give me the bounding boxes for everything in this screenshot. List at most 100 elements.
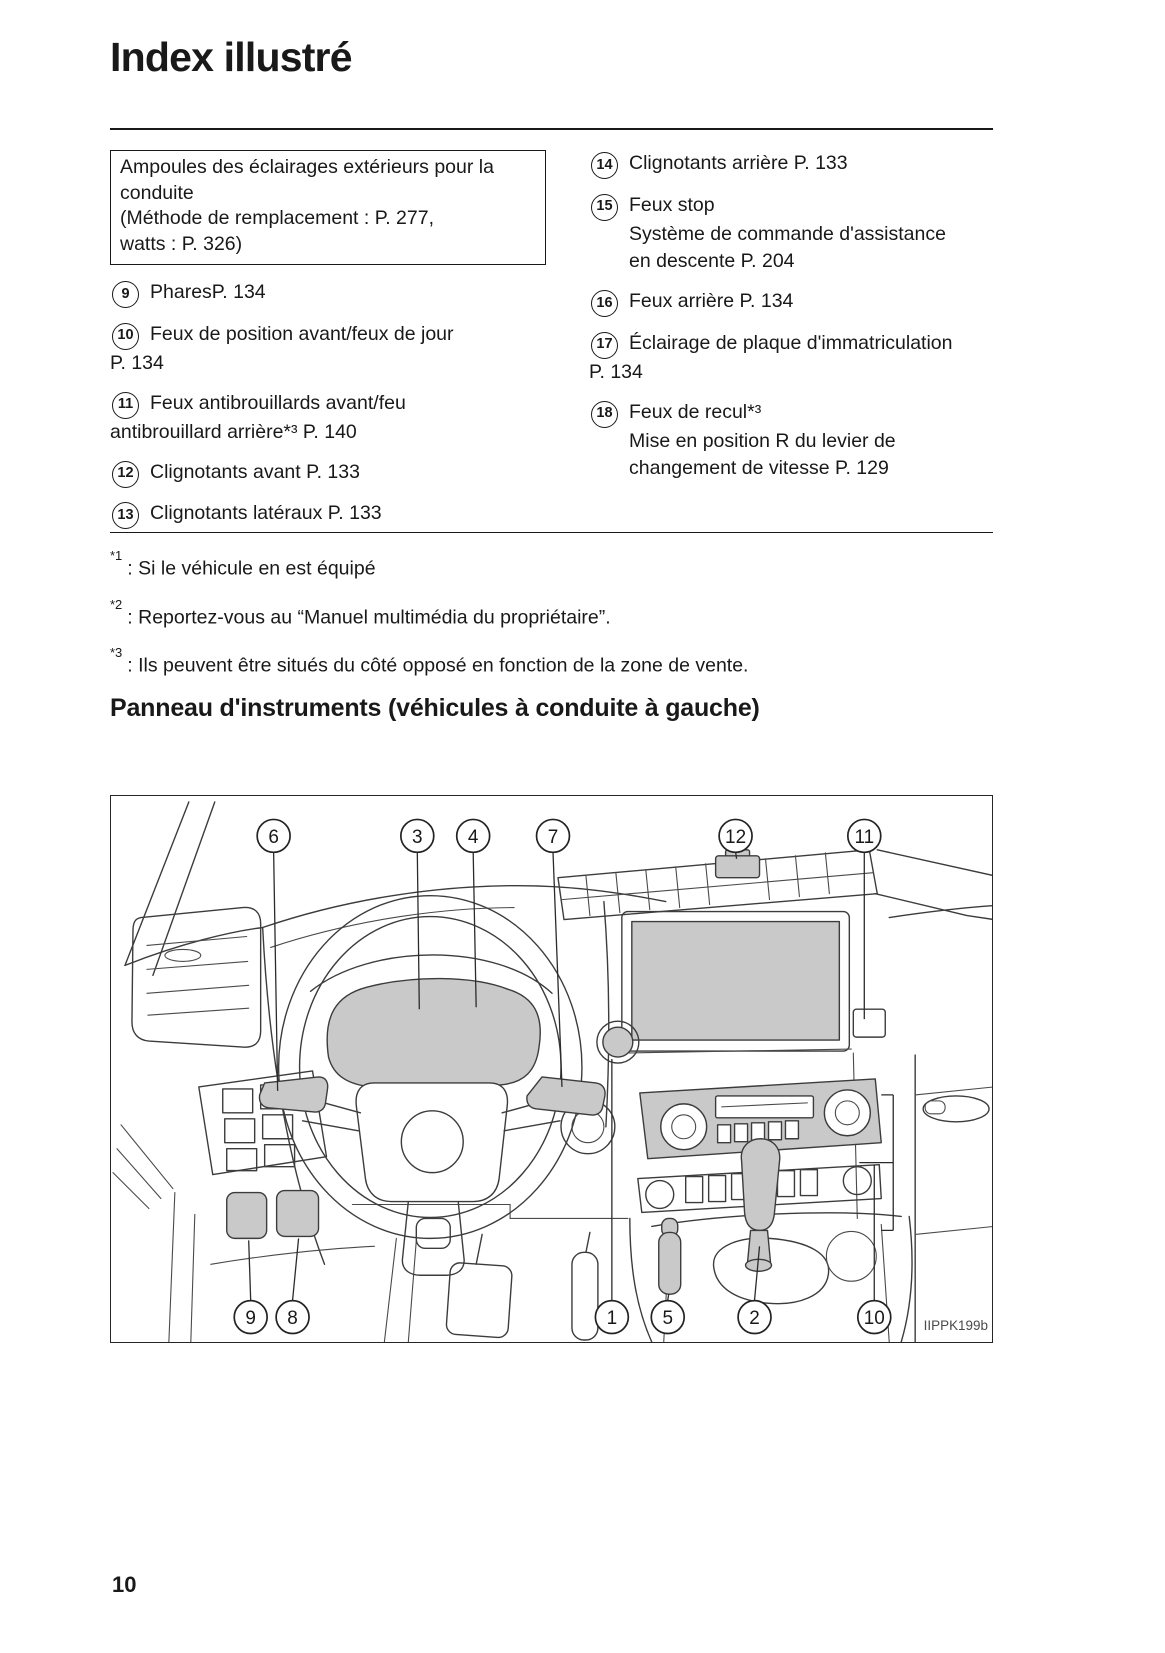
callout-3-label: 3 bbox=[412, 827, 423, 848]
leader-5 bbox=[667, 1294, 670, 1301]
callout-8-circle bbox=[275, 1299, 310, 1335]
leader-8 bbox=[291, 1238, 300, 1301]
page-title: Index illustré bbox=[110, 34, 353, 80]
item-subtext: Mise en position R du levier de bbox=[629, 429, 896, 452]
callout-4-circle bbox=[455, 818, 491, 854]
item-text: Clignotants latéraux P. 133 bbox=[150, 502, 382, 524]
callout-5-circle bbox=[650, 1299, 686, 1335]
lower-button-right bbox=[275, 1189, 320, 1238]
figure-code: IIPPK199b bbox=[924, 1318, 988, 1333]
climate-knob-right bbox=[823, 1089, 871, 1137]
item-text: Feux de position avant/feux de jour bbox=[150, 322, 454, 345]
item-text: Éclairage de plaque d'immatriculation bbox=[629, 331, 953, 354]
list-item: 13 Clignotants latéraux P. 133 bbox=[110, 500, 546, 529]
panel-switch bbox=[261, 1114, 294, 1140]
left-vent bbox=[131, 906, 262, 1048]
item-number-badge: 10 bbox=[112, 322, 139, 350]
callout-7-circle bbox=[535, 818, 571, 854]
footnote: *3: Ils peuvent être situés du côté oppo… bbox=[110, 645, 1000, 680]
footnote-marker: *1 bbox=[110, 548, 123, 563]
footnote-text: : Ils peuvent être situés du côté opposé… bbox=[127, 654, 749, 677]
footnote: *2: Reportez-vous au “Manuel multimédia … bbox=[110, 597, 1000, 632]
start-button bbox=[602, 1026, 634, 1058]
leader-3 bbox=[416, 851, 420, 1010]
driver-switch-panel bbox=[198, 1070, 328, 1176]
callout-6-circle bbox=[256, 818, 291, 854]
item-number-badge: 18 bbox=[591, 400, 618, 428]
item-text: Clignotants arrière P. 133 bbox=[629, 152, 848, 174]
screen-lower-line bbox=[621, 1048, 852, 1054]
vent-knob bbox=[164, 948, 202, 962]
brake-pedal-arm bbox=[475, 1233, 483, 1265]
climate-display bbox=[714, 1095, 815, 1119]
list-item: 11 Feux antibrouillards avant/feu antibr… bbox=[110, 390, 546, 447]
note-box-line: Ampoules des éclairages extérieurs pour … bbox=[120, 156, 494, 178]
callout-4-label: 4 bbox=[468, 827, 479, 848]
instrument-panel-diagram: 6 3 4 7 12 11 9 8 1 5 2 10 IIPPK199b bbox=[110, 795, 993, 1343]
small-lever bbox=[658, 1231, 682, 1295]
start-button-ring bbox=[596, 1020, 640, 1064]
switch-row-band bbox=[637, 1163, 882, 1214]
callout-11-label: 11 bbox=[854, 827, 874, 848]
dash-right-top-lines bbox=[874, 849, 992, 920]
leader-2 bbox=[753, 1246, 761, 1301]
dash-top-line2 bbox=[270, 907, 515, 948]
dashboard-line-art: 6 3 4 7 12 11 9 8 1 5 2 10 IIPPK199b bbox=[112, 801, 992, 1342]
callout-5-label: 5 bbox=[662, 1308, 673, 1329]
dash-top-line bbox=[261, 884, 667, 929]
callout-9-label: 9 bbox=[245, 1308, 256, 1329]
item-text-continued: antibrouillard arrière*³ P. 140 bbox=[110, 420, 357, 443]
door-trim-lines bbox=[914, 1086, 992, 1235]
item-text: Feux antibrouillards avant/feu bbox=[150, 391, 406, 414]
callout-1-label: 1 bbox=[607, 1308, 618, 1329]
panel-switch bbox=[226, 1148, 258, 1172]
center-vent-fins bbox=[585, 852, 830, 917]
a-pillar-line bbox=[124, 801, 190, 967]
index-column-right: 14 Clignotants arrière P. 133 15 Feux st… bbox=[589, 150, 993, 542]
item-number-badge: 12 bbox=[112, 460, 139, 488]
callout-1-circle bbox=[594, 1299, 630, 1335]
console-top-plate bbox=[651, 1212, 902, 1228]
index-column-left: Ampoules des éclairages extérieurs pour … bbox=[110, 150, 546, 542]
item-number-badge: 14 bbox=[591, 152, 618, 179]
list-item: 16 Feux arrière P. 134 bbox=[589, 288, 993, 317]
item-text: Feux arrière P. 134 bbox=[629, 290, 794, 312]
center-vent-midline bbox=[561, 872, 874, 901]
leader-9 bbox=[248, 1240, 252, 1301]
item-subtext: Système de commande d'assistance bbox=[629, 222, 946, 245]
lower-dash-edge bbox=[351, 1203, 629, 1220]
callout-12-label: 12 bbox=[725, 827, 746, 848]
note-box-line: conduite bbox=[120, 181, 194, 204]
index-columns: Ampoules des éclairages extérieurs pour … bbox=[110, 150, 993, 542]
cup-holder bbox=[825, 1230, 877, 1282]
leader-7 bbox=[552, 851, 563, 1087]
stack-left-edge bbox=[603, 900, 610, 1128]
note-box-line: watts : P. 326) bbox=[120, 232, 243, 255]
item-text: PharesP. 134 bbox=[150, 281, 266, 303]
item-number-badge: 17 bbox=[591, 331, 618, 359]
callout-10-bracket bbox=[859, 1094, 894, 1232]
lower-button-left bbox=[226, 1191, 268, 1240]
footnotes: *1 : Si le véhicule en est équipé *2: Rep… bbox=[110, 548, 1000, 695]
panel-switch bbox=[263, 1144, 296, 1168]
hazard-switch bbox=[714, 855, 761, 879]
climate-display-line bbox=[721, 1102, 808, 1108]
door-handle-grip bbox=[924, 1100, 946, 1115]
footnote-text: : Si le véhicule en est équipé bbox=[127, 557, 376, 580]
touchscreen bbox=[631, 920, 841, 1041]
leader-4 bbox=[472, 851, 477, 1008]
shift-knob bbox=[740, 1138, 781, 1232]
screen-side-pocket bbox=[852, 1008, 886, 1038]
item-text: Feux stop bbox=[629, 193, 715, 216]
list-item: 9 PharesP. 134 bbox=[110, 279, 546, 308]
item-subtext: en descente P. 204 bbox=[629, 250, 795, 272]
callout-9-circle bbox=[233, 1299, 268, 1335]
callout-10-label: 10 bbox=[864, 1308, 885, 1329]
instrument-cluster bbox=[326, 977, 541, 1088]
item-text-continued: P. 134 bbox=[110, 351, 164, 374]
panel-switch bbox=[224, 1118, 256, 1144]
climate-button bbox=[716, 1124, 732, 1144]
item-text: Feux de recul*³ bbox=[629, 400, 762, 423]
steering-wheel-outer bbox=[277, 894, 583, 1240]
switch-button bbox=[776, 1169, 796, 1198]
